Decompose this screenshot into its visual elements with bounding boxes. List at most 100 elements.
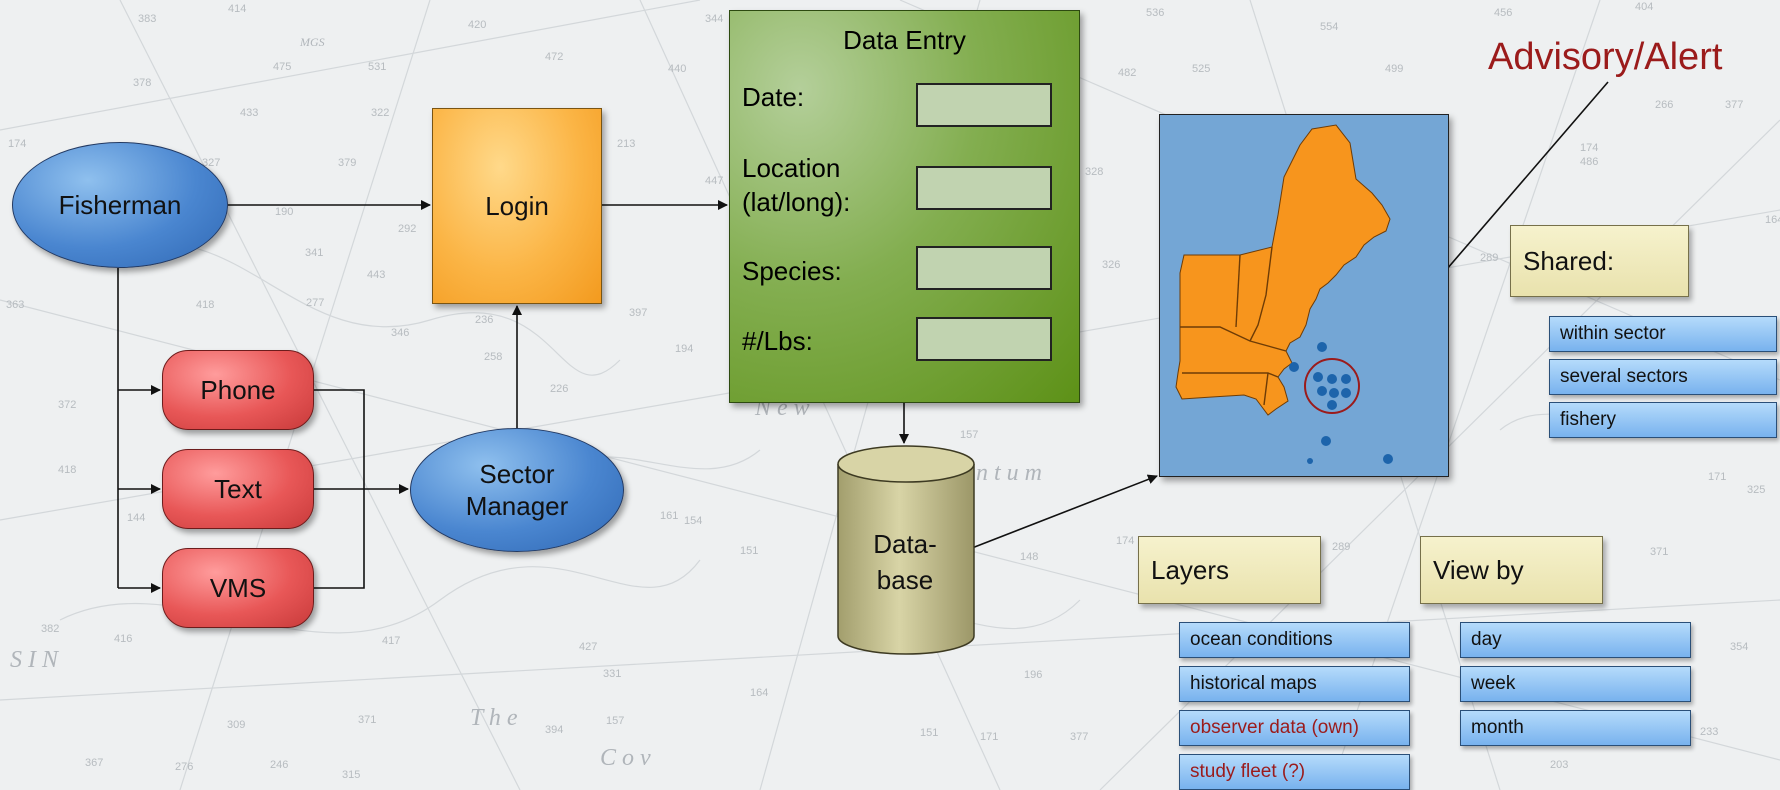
chart-sounding-label: 341: [305, 247, 323, 259]
phone-node: Phone: [162, 350, 314, 430]
layers-title: Layers: [1151, 554, 1230, 585]
chart-sounding-label: 416: [114, 633, 132, 645]
login-node: Login: [432, 108, 602, 304]
fisherman-node: Fisherman: [12, 142, 228, 268]
chart-sounding-label: 322: [371, 107, 389, 119]
advisory-alert-label: Advisory/Alert: [1488, 36, 1723, 78]
data-entry-form: Data Entry Date: Location (lat/long): Sp…: [729, 10, 1080, 403]
chart-sounding-label: 499: [1385, 63, 1403, 75]
chart-sounding-label: 525: [1192, 63, 1210, 75]
chart-sounding-label: 344: [705, 13, 723, 25]
chart-sounding-label: 367: [85, 757, 103, 769]
chart-sounding-label: 154: [684, 515, 702, 527]
chart-sounding-label: 414: [228, 3, 246, 15]
fisherman-label: Fisherman: [58, 189, 182, 220]
location-field[interactable]: [916, 166, 1052, 210]
chart-sounding-label: 418: [196, 299, 214, 311]
layer-ocean-conditions[interactable]: ocean conditions: [1179, 622, 1410, 658]
date-field[interactable]: [916, 83, 1052, 127]
chart-sounding-label: 157: [606, 715, 624, 727]
lbs-label: #/Lbs:: [742, 326, 813, 356]
chart-sounding-label: 213: [617, 138, 635, 150]
date-label: Date:: [742, 82, 805, 112]
alert-zone-circle: [1304, 358, 1360, 414]
chart-sounding-label: 266: [1655, 99, 1673, 111]
layers-note: Layers: [1138, 536, 1321, 604]
chart-sounding-label: 236: [475, 314, 493, 326]
chart-sounding-label: 327: [202, 157, 220, 169]
view-by-month[interactable]: month: [1460, 710, 1691, 746]
new-england-map[interactable]: [1159, 114, 1449, 477]
layer-observer-data[interactable]: observer data (own): [1179, 710, 1410, 746]
species-label: Species:: [742, 256, 842, 286]
chart-sounding-label: 397: [629, 307, 647, 319]
chart-sounding-label: 404: [1635, 1, 1653, 13]
chart-sounding-label: 418: [58, 464, 76, 476]
shared-option-within-sector[interactable]: within sector: [1549, 316, 1777, 352]
database-label: Data- base: [840, 526, 970, 598]
chart-sounding-label: 472: [545, 51, 563, 63]
chart-sounding-label: 326: [1102, 259, 1120, 271]
chart-sounding-label: 148: [1020, 551, 1038, 563]
chart-sounding-label: 309: [227, 719, 245, 731]
chart-sounding-label: 292: [398, 223, 416, 235]
chart-sounding-label: 174: [1116, 535, 1134, 547]
chart-place-label: S I N: [10, 647, 60, 673]
view-by-day[interactable]: day: [1460, 622, 1691, 658]
chart-sounding-label: 443: [367, 269, 385, 281]
chart-sounding-label: 315: [342, 769, 360, 781]
chart-sounding-label: 196: [1024, 669, 1042, 681]
layer-study-fleet[interactable]: study fleet (?): [1179, 754, 1410, 790]
land-outline: [1175, 124, 1391, 416]
map-graphic: [1175, 124, 1393, 464]
chart-sounding-label: 331: [603, 668, 621, 680]
chart-sounding-label: 151: [920, 727, 938, 739]
chart-sounding-label: 164: [1765, 214, 1780, 226]
location-label-line2: (lat/long):: [742, 187, 851, 217]
chart-sounding-label: 417: [382, 635, 400, 647]
layer-historical-maps[interactable]: historical maps: [1179, 666, 1410, 702]
login-label: Login: [485, 190, 549, 221]
shared-option-fishery[interactable]: fishery: [1549, 402, 1777, 438]
state-borders: [1180, 246, 1287, 406]
shared-note: Shared:: [1510, 225, 1689, 297]
chart-sounding-label: 447: [705, 175, 723, 187]
species-field[interactable]: [916, 246, 1052, 290]
chart-sounding-label: 161: [660, 510, 678, 522]
view-by-week[interactable]: week: [1460, 666, 1691, 702]
chart-sounding-label: 164: [750, 687, 768, 699]
arrow-database-map: [971, 474, 1158, 549]
database-label-line1: Data-: [873, 529, 937, 559]
sector-manager-node: Sector Manager: [410, 428, 624, 552]
chart-sounding-label: 174: [8, 138, 26, 150]
chart-sounding-label: 433: [240, 107, 258, 119]
chart-place-label: MGS: [299, 35, 325, 49]
chart-sounding-label: 482: [1118, 67, 1136, 79]
chart-sounding-label: 346: [391, 327, 409, 339]
sector-manager-label-line1: Sector: [479, 459, 555, 489]
chart-sounding-label: 554: [1320, 21, 1338, 33]
chart-place-label: T h e: [470, 705, 518, 731]
chart-sounding-label: 151: [740, 545, 758, 557]
lbs-field[interactable]: [916, 317, 1052, 361]
text-node: Text: [162, 449, 314, 529]
chart-sounding-label: 440: [668, 63, 686, 75]
chart-sounding-label: 427: [579, 641, 597, 653]
chart-sounding-label: 194: [675, 343, 693, 355]
chart-sounding-label: 354: [1730, 641, 1748, 653]
location-label-line1: Location: [742, 153, 841, 183]
chart-sounding-label: 377: [1070, 731, 1088, 743]
database-cylinder: [837, 445, 975, 655]
shared-option-several-sectors[interactable]: several sectors: [1549, 359, 1777, 395]
shared-title: Shared:: [1523, 245, 1615, 276]
chart-sounding-label: 226: [550, 383, 568, 395]
chart-sounding-label: 531: [368, 61, 386, 73]
chart-place-label: C o v: [600, 745, 651, 771]
chart-sounding-label: 328: [1085, 166, 1103, 178]
chart-sounding-label: 382: [41, 623, 59, 635]
chart-sounding-label: 371: [1650, 546, 1668, 558]
chart-sounding-label: 171: [1708, 471, 1726, 483]
sector-manager-label-line2: Manager: [465, 491, 569, 521]
chart-sounding-label: 246: [270, 759, 288, 771]
